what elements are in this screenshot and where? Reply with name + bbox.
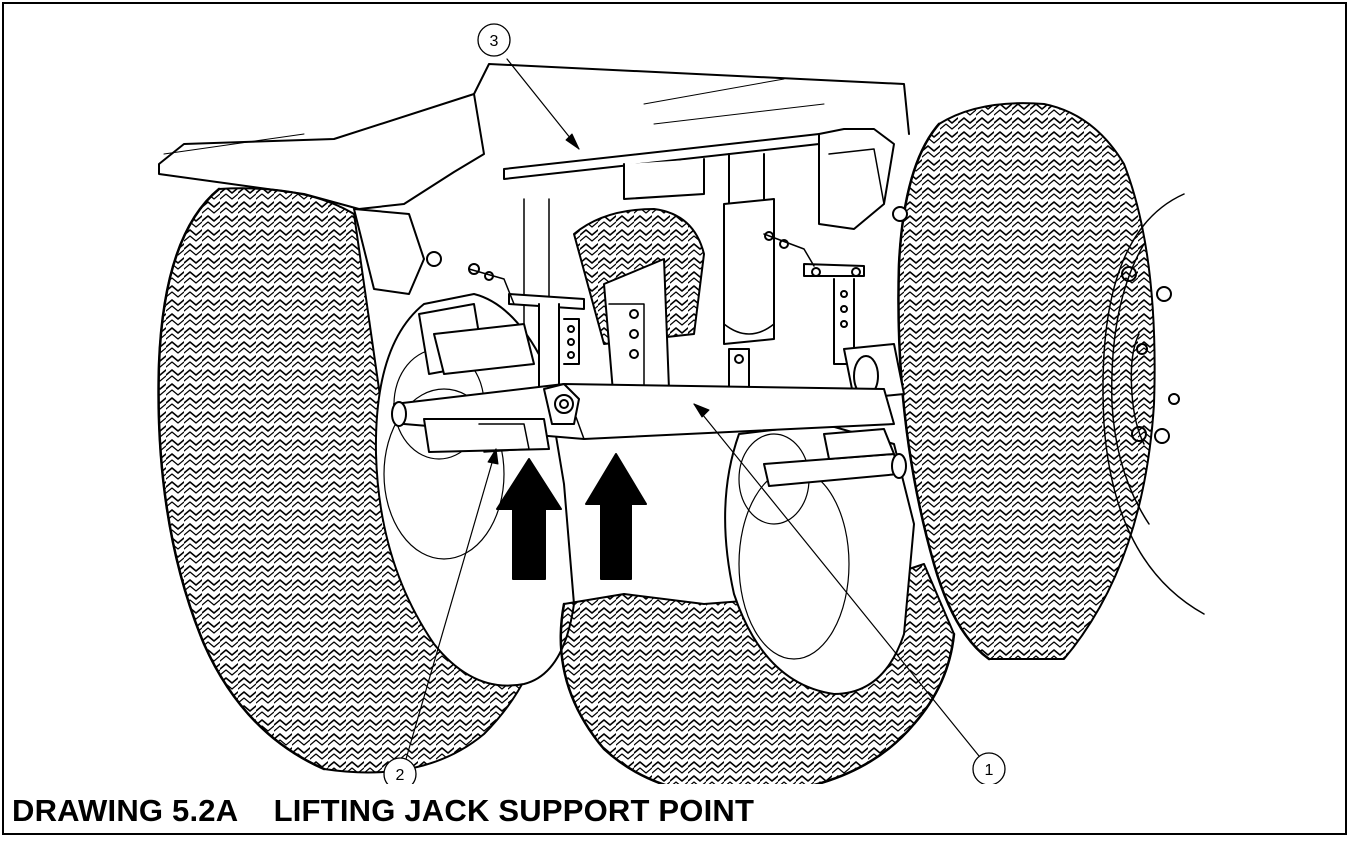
- callout-1-leader: [693, 403, 980, 757]
- callout-3: 3: [477, 23, 511, 57]
- callout-3-label: 3: [490, 33, 499, 50]
- callout-1: 1: [972, 752, 1006, 784]
- suspension-assembly: [353, 198, 908, 405]
- mower-underside-illustration: 3 2 1: [157, 23, 1205, 784]
- callout-3-arrowhead: [565, 133, 580, 150]
- deck-body: [158, 63, 910, 335]
- callout-3-leader: [506, 58, 580, 150]
- callout-2-label: 2: [396, 767, 405, 784]
- caption-title: LIFTING JACK SUPPORT POINT: [273, 793, 755, 828]
- figure-caption: DRAWING 5.2A LIFTING JACK SUPPORT POINT: [12, 786, 754, 836]
- right-rear-tire: [897, 102, 1156, 661]
- callout-1-arrowhead: [693, 403, 710, 418]
- front-axle: [391, 383, 907, 487]
- callout-1-label: 1: [985, 762, 994, 779]
- lift-arrow-icon: [585, 453, 647, 580]
- callout-2: 2: [383, 757, 417, 784]
- callout-2-leader: [405, 448, 497, 760]
- lift-arrow-icon: [496, 458, 562, 580]
- caption-number: DRAWING 5.2A: [12, 793, 239, 828]
- callout-2-arrowhead: [487, 448, 499, 465]
